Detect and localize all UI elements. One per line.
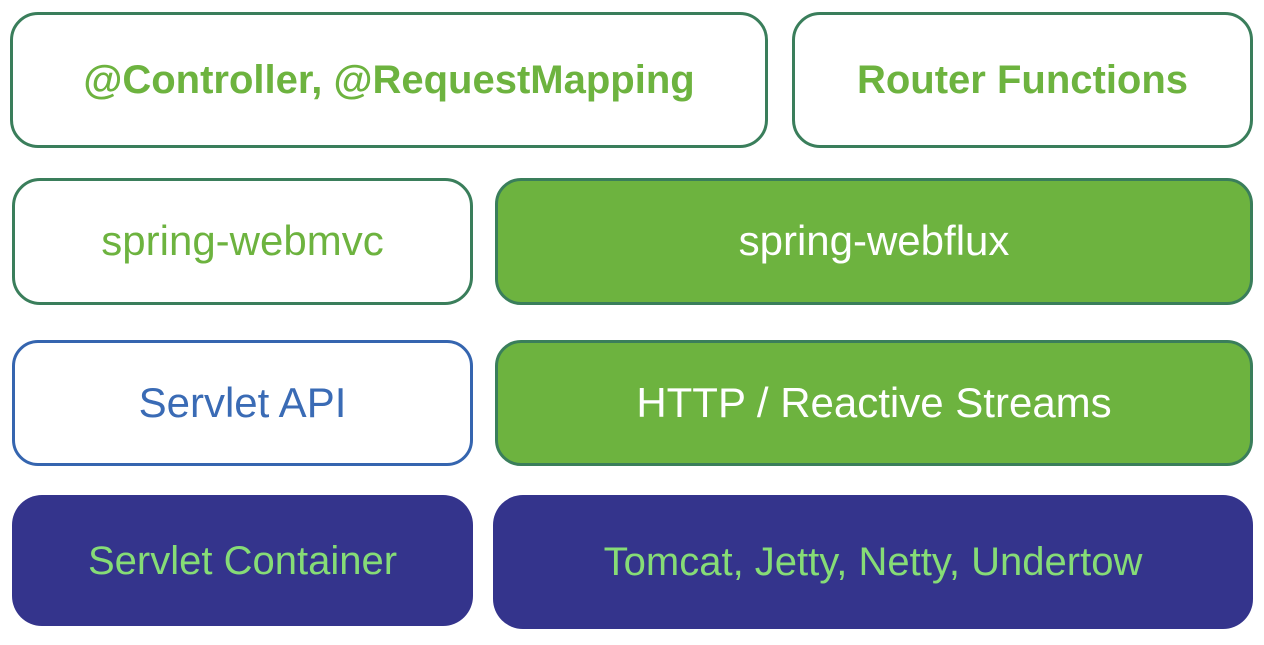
servlet-container-label: Servlet Container [87,538,398,583]
spring-webmvc-label: spring-webmvc [101,217,384,265]
http-reactive-streams-label: HTTP / Reactive Streams [636,378,1112,426]
box-servlet-api: Servlet API [12,340,473,466]
server-engines-label: Tomcat, Jetty, Netty, Undertow [603,540,1143,584]
box-controller-requestmapping: @Controller, @RequestMapping [10,12,768,148]
controller-requestmapping-label: @Controller, @RequestMapping [83,58,695,102]
servlet-api-label: Servlet API [138,378,347,426]
box-servlet-container: Servlet Container [12,495,473,626]
spring-webflux-label: spring-webflux [738,217,1010,265]
router-functions-label: Router Functions [856,58,1189,102]
box-server-engines: Tomcat, Jetty, Netty, Undertow [493,495,1253,629]
box-router-functions: Router Functions [792,12,1253,148]
box-spring-webflux: spring-webflux [495,178,1253,305]
box-http-reactive-streams: HTTP / Reactive Streams [495,340,1253,466]
box-spring-webmvc: spring-webmvc [12,178,473,305]
